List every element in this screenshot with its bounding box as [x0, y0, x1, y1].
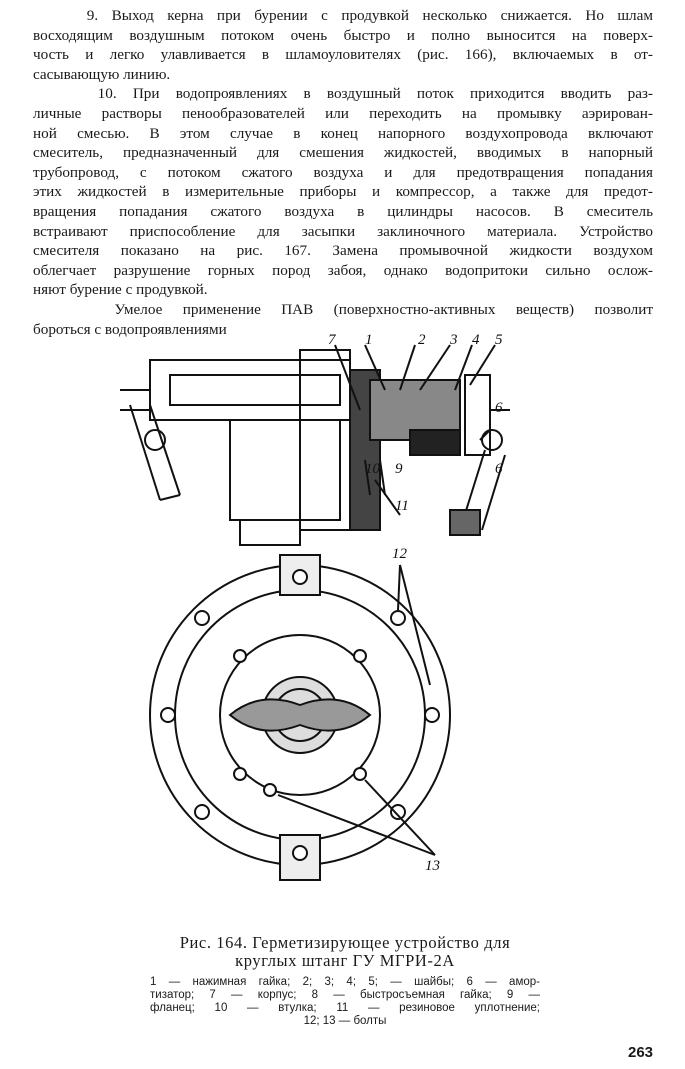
text-line: личные растворы пенообразователей или пе…	[33, 104, 653, 122]
text-line: этих жидкостей в измерительные приборы и…	[33, 183, 653, 201]
part-labels: 7 1 2 3 4 5 6 10 9 6 11 12 13	[328, 332, 503, 874]
text-line: трубопровод, с потоком сжатого воздуха и…	[33, 163, 653, 181]
text-line: Умелое применение ПАВ (поверхностно-акти…	[33, 300, 654, 318]
legend-line: тизатор; 7 — корпус; 8 — быстросъемная г…	[150, 989, 540, 1001]
part-label: 2	[418, 332, 426, 348]
legend-line: фланец; 10 — втулка; 11 — резиновое упло…	[150, 1002, 540, 1014]
figure-caption: Рис. 164. Герметизирующее устройство для…	[130, 934, 560, 1028]
legend-line: 12; 13 — болты	[303, 1015, 387, 1027]
part-label: 13	[425, 858, 440, 874]
text-line: встраивают приспособление для засыпки за…	[33, 222, 653, 240]
sealing-device-drawing: 7 1 2 3 4 5 6 10 9 6 11 12 13	[120, 332, 510, 881]
text-line: вращения попадания сжатого воздуха в цил…	[33, 202, 653, 220]
text-line: смеситель, предназначенный для смешения …	[33, 144, 653, 162]
text-line: няют бурение с продувкой.	[33, 281, 208, 299]
text-line: облегчает разрушение горных пород забоя,…	[33, 261, 653, 279]
text-line: смесителя показано на рис. 167. Замена п…	[33, 242, 653, 260]
part-label: 3	[449, 332, 458, 348]
page-number: 263	[628, 1044, 654, 1061]
text-line: сасывающую линию.	[33, 65, 171, 83]
part-label: 5	[495, 332, 503, 348]
caption-title-line: Рис. 164. Герметизирующее устройство для	[179, 933, 511, 952]
text-line: ной смесью. В этом случае в конец напорн…	[33, 124, 653, 142]
part-label: 6	[495, 461, 503, 477]
part-label: 12	[392, 546, 408, 562]
text-line: восходящим воздушным потоком очень быстр…	[33, 26, 653, 44]
legend-line: 1 — нажимная гайка; 2; 3; 4; 5; — шайбы;…	[150, 976, 540, 988]
text-line: 10. При водопроявлениях в воздушный пото…	[33, 85, 653, 103]
text-line: бороться с водопроявлениями	[33, 320, 227, 338]
part-label: 10	[365, 461, 381, 477]
caption-title-line: круглых штанг ГУ МГРИ-2А	[235, 951, 455, 970]
part-label: 4	[472, 332, 480, 348]
text-line: чость и легко улавливается в шламоуловит…	[33, 46, 653, 64]
part-label: 7	[328, 332, 337, 348]
caption-legend: 1 — нажимная гайка; 2; 3; 4; 5; — шайбы;…	[130, 976, 560, 1028]
part-label: 11	[395, 498, 409, 514]
body-text: 9. Выход керна при бурении с продувкой н…	[33, 6, 653, 339]
part-label: 1	[365, 332, 373, 348]
front-view	[149, 554, 451, 881]
part-label: 6	[495, 400, 503, 416]
side-view	[120, 344, 510, 546]
part-label: 9	[395, 461, 403, 477]
text-line: 9. Выход керна при бурении с продувкой н…	[33, 7, 653, 24]
